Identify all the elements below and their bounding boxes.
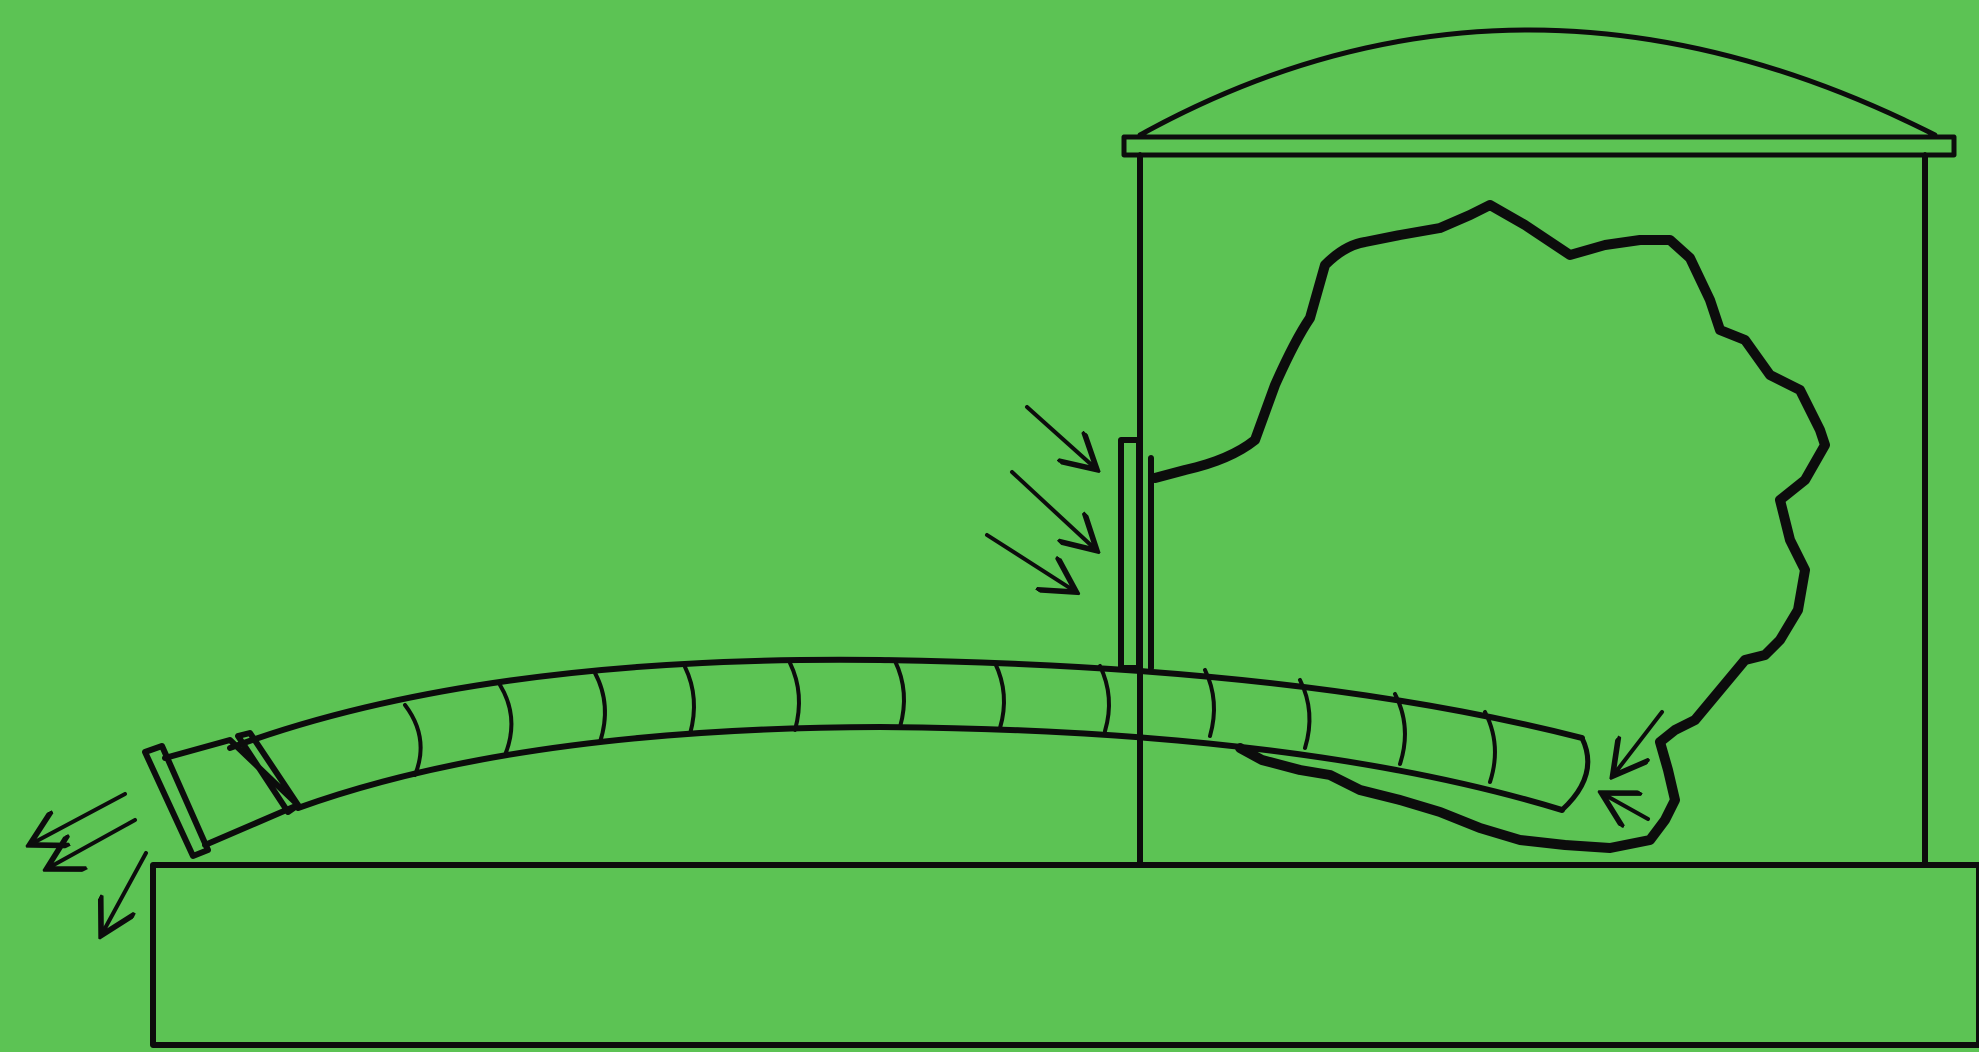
- tank-rim: [1121, 134, 1957, 158]
- tank-dome: [1137, 27, 1938, 138]
- base-slab: [150, 862, 1979, 1048]
- hose-nozzle: [142, 730, 301, 859]
- hose-segment-lines: [403, 659, 1497, 784]
- inflow-arrows: [985, 405, 1094, 590]
- intake-arrows: [1605, 710, 1664, 819]
- hose: [227, 656, 1591, 813]
- gas-bubble: [1150, 200, 1830, 853]
- outflow-arrows: [33, 792, 148, 932]
